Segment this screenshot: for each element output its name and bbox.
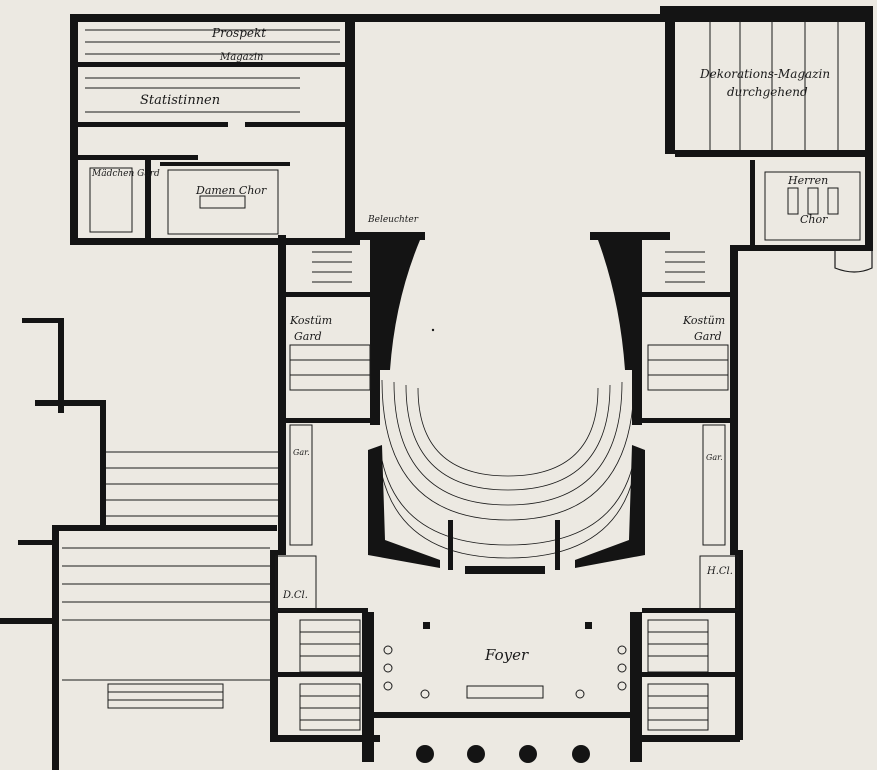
proscenium: [380, 240, 632, 370]
label-kostuem-right: Kostüm: [682, 314, 725, 327]
label-prospekt: Prospekt: [211, 26, 266, 40]
label-kostuem-left: Kostüm: [289, 314, 332, 327]
label-damen-chor: Damen Chor: [195, 184, 267, 197]
label-herren: Herren: [787, 174, 828, 187]
label-herren-chor: Chor: [800, 213, 828, 226]
left-grand-stair: [62, 451, 278, 709]
entrance-columns: [416, 745, 590, 763]
label-beleuchter: Beleuchter: [367, 215, 419, 225]
auditorium-seating: [368, 379, 645, 574]
upper-left-rooms: [78, 29, 348, 242]
label-gar-left: Gar.: [293, 448, 310, 457]
label-h-cl: H.Cl.: [706, 566, 733, 577]
label-maedchen-gard: Mädchen Gard: [91, 169, 160, 179]
room-labels: Prospekt Magazin Statistinnen Mädchen Ga…: [91, 26, 830, 664]
label-gard-right: Gard: [694, 330, 722, 343]
label-magazin: Magazin: [219, 52, 263, 63]
label-foyer: Foyer: [484, 646, 529, 664]
label-gard-left: Gard: [294, 330, 322, 343]
label-statistinnen: Statistinnen: [140, 93, 220, 108]
label-dekorations-magazin: Dekorations-Magazin: [699, 67, 830, 81]
upper-right-rooms: [709, 20, 873, 273]
foyer: [374, 622, 632, 763]
label-d-cl: D.Cl.: [282, 590, 308, 601]
label-dekorations-durchgehend: durchgehend: [727, 85, 808, 99]
outer-walls: [0, 6, 873, 770]
label-gar-right: Gar.: [706, 453, 723, 462]
side-stairs: [275, 251, 739, 731]
